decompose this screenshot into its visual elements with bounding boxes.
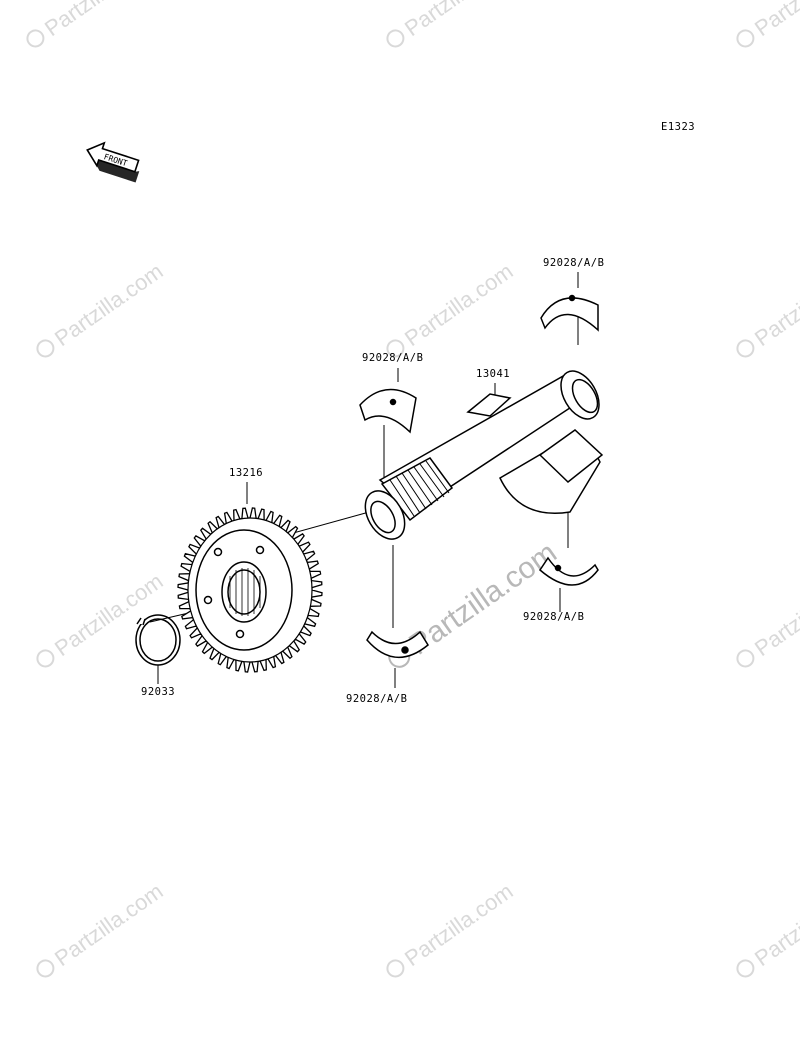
- watermark-text: Partzilla.com: [750, 878, 800, 971]
- part-label-bearing-bottom-middle[interactable]: 92028/A/B: [346, 693, 408, 705]
- watermark-text: Partzilla.com: [750, 568, 800, 661]
- balancer-shaft: [364, 370, 604, 540]
- bearing-top-right: [540, 294, 599, 332]
- watermark-text: Partzilla.com: [400, 258, 517, 351]
- part-label-shaft[interactable]: 13041: [476, 368, 511, 380]
- part-label-circlip[interactable]: 92033: [141, 686, 176, 698]
- part-label-bearing-top-right[interactable]: 92028/A/B: [543, 257, 605, 269]
- leader-lines: [149, 272, 579, 688]
- watermark-text: Partzilla.com: [50, 258, 167, 351]
- circlip: [135, 614, 181, 666]
- watermark-text: Partzilla.com: [400, 0, 517, 41]
- watermark-text: Partzilla.com: [50, 568, 167, 661]
- balancer-gear: [177, 507, 323, 673]
- watermark-text: Partzilla.com: [750, 258, 800, 351]
- watermark-text: Partzilla.com: [400, 878, 517, 971]
- diagram-code-label: E1323: [661, 121, 696, 133]
- front-arrow-icon: FRONT: [86, 141, 140, 183]
- watermark-text: Partzilla.com: [750, 0, 800, 41]
- part-label-bearing-lower-right[interactable]: 92028/A/B: [523, 611, 585, 623]
- watermark-text: Partzilla.com: [50, 878, 167, 971]
- watermark-text: Partzilla.com: [40, 0, 157, 41]
- bearing-bottom-middle: [366, 630, 429, 659]
- part-label-bearing-top-middle[interactable]: 92028/A/B: [362, 352, 424, 364]
- bearing-lower-right: [539, 556, 599, 586]
- bearing-top-middle: [359, 388, 417, 434]
- part-label-gear[interactable]: 13216: [229, 467, 264, 479]
